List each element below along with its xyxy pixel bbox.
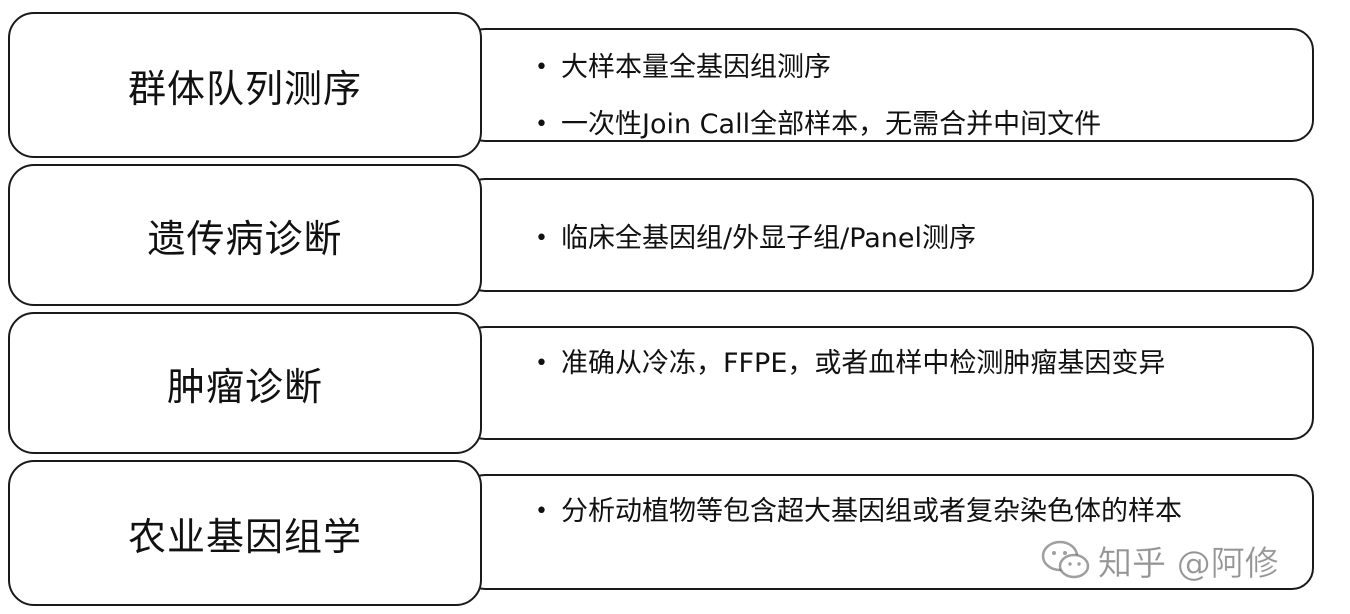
category-label: 农业基因组学 [127,514,362,559]
watermark: 知乎 @阿修 [1040,530,1279,590]
detail-box: • 临床全基因组/外显子组/Panel测序 [463,178,1314,292]
category-box: 遗传病诊断 [8,164,482,306]
application-row-tumor: 肿瘤诊断 • 准确从冷冻，FFPE，或者血样中检测肿瘤基因变异 [8,312,1318,454]
bullet-dot: • [535,226,548,251]
application-row-genetic-disease: 遗传病诊断 • 临床全基因组/外显子组/Panel测序 [8,164,1318,306]
application-row-cohort: 群体队列测序 • 大样本量全基因组测序 • 一次性Join Call全部样本，无… [8,12,1318,158]
bullet-list: • 分析动植物等包含超大基因组或者复杂染色体的样本 [535,486,1292,532]
bullet-text: 分析动植物等包含超大基因组或者复杂染色体的样本 [561,496,1182,527]
bullet-list: • 准确从冷冻，FFPE，或者血样中检测肿瘤基因变异 [535,338,1292,384]
bullet-dot: • [535,55,548,80]
bullet-item: • 准确从冷冻，FFPE，或者血样中检测肿瘤基因变异 [535,344,1292,384]
bullet-dot: • [535,351,548,376]
bullet-text: 临床全基因组/外显子组/Panel测序 [561,223,977,254]
detail-box: • 大样本量全基因组测序 • 一次性Join Call全部样本，无需合并中间文件 [463,28,1314,142]
bullet-list: • 临床全基因组/外显子组/Panel测序 [535,190,1292,259]
bullet-item: • 分析动植物等包含超大基因组或者复杂染色体的样本 [535,492,1292,532]
category-label: 遗传病诊断 [147,216,343,261]
bullet-dot: • [535,112,548,137]
wechat-icon [1041,540,1090,579]
category-box: 群体队列测序 [8,12,482,158]
category-label: 肿瘤诊断 [166,364,323,409]
category-box: 肿瘤诊断 [8,312,482,454]
watermark-text: 知乎 @阿修 [1098,543,1279,584]
bullet-list: • 大样本量全基因组测序 • 一次性Join Call全部样本，无需合并中间文件 [535,40,1292,145]
bullet-dot: • [535,499,548,524]
bullet-text: 大样本量全基因组测序 [561,52,831,83]
category-box: 农业基因组学 [8,460,482,606]
bullet-text: 准确从冷冻，FFPE，或者血样中检测肿瘤基因变异 [561,348,1166,379]
detail-box: • 准确从冷冻，FFPE，或者血样中检测肿瘤基因变异 [463,326,1314,440]
bullet-item: • 大样本量全基因组测序 [535,48,1292,88]
bullet-item: • 一次性Join Call全部样本，无需合并中间文件 [535,105,1292,145]
category-label: 群体队列测序 [127,66,362,111]
detail-box: • 分析动植物等包含超大基因组或者复杂染色体的样本 [463,474,1314,590]
application-row-agriculture: 农业基因组学 • 分析动植物等包含超大基因组或者复杂染色体的样本 [8,460,1318,606]
bullet-item: • 临床全基因组/外显子组/Panel测序 [535,219,1292,259]
bullet-text: 一次性Join Call全部样本，无需合并中间文件 [561,109,1102,140]
